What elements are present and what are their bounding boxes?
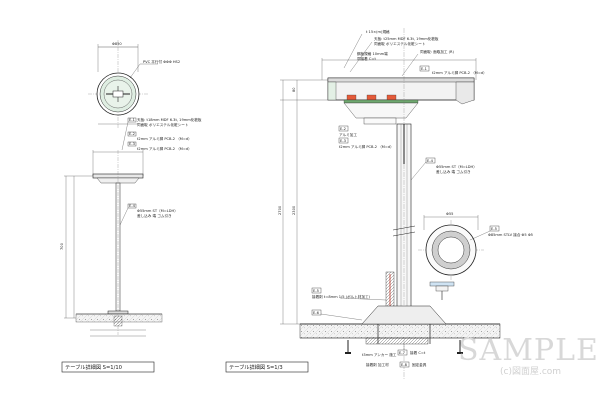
left-note-6: Φ55mm ST（M=LDH） [137, 208, 178, 213]
right-note-12: 接着剤 t=8mm 1/5 (ボルト材加工) [312, 294, 371, 299]
left-elevation-view: E-1 天板: t18mm MDF 6.3t, 19mm化粧板 同面取 ポリエス… [60, 117, 202, 337]
left-note-1: PVC 平行付 ΦΦΦ HS2 [143, 59, 180, 64]
right-elevation-view: t 15×(m)規格 天板: t25mm MDF 6.3t, 19mm化粧板 同… [278, 28, 501, 380]
left-title-block: テーブル詳細図 S=1/10 [61, 361, 155, 373]
right-note-9: t2mm アルミ脚 PCB-2 （M=d） [339, 144, 394, 149]
tag-e2-right: E-2 [340, 127, 346, 131]
right-note-15: 接着剤 加工材 [366, 362, 389, 367]
right-note-5: 鋼板規格 10mm端 [357, 51, 388, 56]
elev-height-dim: 700 [60, 242, 64, 250]
watermark-text: SAMPLE [458, 333, 599, 368]
right-title-block: テーブル詳細図 S=1/3 [225, 361, 309, 373]
detail-dia-dim: Φ55 [446, 212, 453, 216]
right-note-13: t3mm アンカー 施工 [362, 352, 397, 357]
tag-e6-right: E-6 [313, 311, 320, 315]
tag-e5-detail: E-5 [491, 227, 497, 231]
right-note-8: アルミ加工 [339, 132, 357, 137]
right-note-3: 同面取 ポリエステル化粧シート [374, 41, 426, 46]
right-height-dim-2: 2300 [292, 205, 296, 215]
left-title: テーブル詳細図 S=1/10 [65, 363, 122, 371]
left-note-7: 差し込み 端 ゴム引き [137, 213, 172, 218]
right-note-10: Φ55mm ST（M=LDH） [436, 164, 477, 169]
right-note-14: 接着 C=t [410, 350, 426, 355]
left-plan-view: Φ850 PVC 平行付 ΦΦΦ HS2 [88, 40, 180, 128]
tag-e3-right: E-3 [340, 139, 346, 143]
left-note-4: t2mm アルミ脚 PCB-2 （M=d） [137, 136, 192, 141]
tag-e7-right: E-7 [399, 351, 405, 355]
right-height-dim: 2700 [278, 205, 282, 215]
right-note-2: 天板: t25mm MDF 6.3t, 19mm化粧板 [374, 36, 439, 41]
tag-e1-right: E-1 [421, 67, 427, 71]
tag-e4-right: E-4 [427, 159, 434, 163]
tag-e1-left: E-1 [129, 118, 135, 122]
left-note-5: t2mm アルミ脚 PCB-2 （M=d） [137, 146, 192, 151]
right-note-1: t 15×(m)規格 [366, 29, 390, 34]
watermark-sub: (c)図面屋.com [500, 366, 561, 377]
right-top-dim: 80 [292, 87, 296, 92]
tag-e5-right: E-5 [313, 289, 319, 293]
right-note-11: 差し込み 端 ゴム引き [436, 169, 471, 174]
tag-e4-left: E-4 [129, 204, 136, 208]
right-note-4: 同面取: 面取加工 (R) [420, 49, 455, 54]
left-note-2: 天板: t18mm MDF 6.3t, 19mm化粧板 [137, 117, 202, 122]
right-note-16: 固定金具 [412, 362, 427, 367]
plan-width-dim: Φ850 [112, 42, 122, 46]
right-note-6: 同接着 C=t [357, 56, 376, 61]
tag-e2-left: E-2 [129, 132, 135, 136]
tag-e3-left: E-3 [129, 142, 135, 146]
right-detail-plan: Φ55 E-5 Φ85mm STLV 接合 Φ5 Φ5 [418, 212, 533, 300]
right-note-detail: Φ85mm STLV 接合 Φ5 Φ5 [488, 232, 533, 237]
watermark: SAMPLE (c)図面屋.com [458, 333, 599, 377]
tag-e8-right: E-8 [401, 363, 408, 367]
left-note-3: 同面取 ポリエステル化粧シート [137, 122, 189, 127]
right-title: テーブル詳細図 S=1/3 [229, 363, 283, 371]
right-note-7: t2mm アルミ脚 PCB-2 （M=d） [432, 70, 487, 75]
